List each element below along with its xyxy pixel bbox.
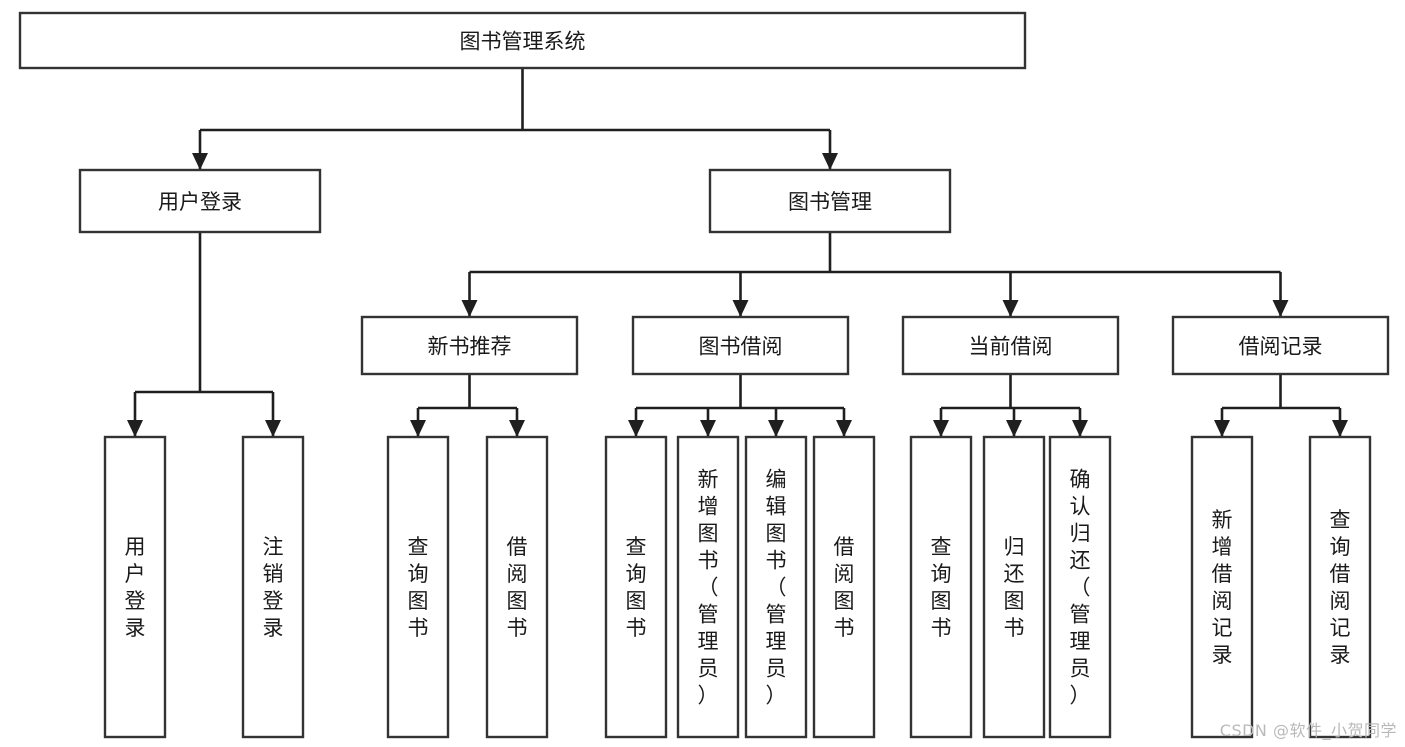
nodes-layer: 图书管理系统用户登录图书管理新书推荐图书借阅当前借阅借阅记录用户登录注销登录查询… <box>18 11 1390 739</box>
node-leaf-user-logout-box[interactable] <box>241 435 305 739</box>
node-user-login-label: 用户登录 <box>158 190 242 214</box>
node-leaf-query-record-label: 查询借阅记录 <box>1330 508 1351 667</box>
node-leaf-query-record-box[interactable] <box>1308 435 1372 739</box>
node-leaf-add-book-label: 新增图书（管理员） <box>698 468 719 708</box>
connectors-layer <box>127 68 1348 437</box>
node-root-label: 图书管理系统 <box>460 30 586 54</box>
node-leaf-edit-book-label: 编辑图书（管理员） <box>766 468 787 708</box>
node-borrow-record[interactable]: 借阅记录 <box>1171 315 1390 376</box>
node-leaf-query-book-brw[interactable]: 查询图书 <box>604 435 668 739</box>
arrow-head-icon <box>265 420 281 437</box>
node-root-box[interactable] <box>18 11 1027 70</box>
arrow-head-icon <box>461 300 478 317</box>
node-leaf-confirm-return[interactable]: 确认归还（管理员） <box>1048 435 1112 739</box>
node-leaf-user-login[interactable]: 用户登录 <box>103 435 167 739</box>
node-root[interactable]: 图书管理系统 <box>18 11 1027 70</box>
node-leaf-add-book[interactable]: 新增图书（管理员） <box>676 435 740 739</box>
node-leaf-add-record-box[interactable] <box>1190 435 1254 739</box>
node-leaf-query-record[interactable]: 查询借阅记录 <box>1308 435 1372 739</box>
node-leaf-query-book-cur[interactable]: 查询图书 <box>909 435 973 739</box>
node-leaf-query-book-rec-label: 查询图书 <box>408 535 429 640</box>
arrow-head-icon <box>1214 420 1230 437</box>
node-leaf-query-book-brw-label: 查询图书 <box>626 535 647 640</box>
node-leaf-query-book-rec-box[interactable] <box>386 435 450 739</box>
node-leaf-edit-book[interactable]: 编辑图书（管理员） <box>744 435 808 739</box>
node-borrow-record-box[interactable] <box>1171 315 1390 376</box>
node-leaf-return-book[interactable]: 归还图书 <box>982 435 1046 739</box>
arrow-head-icon <box>410 420 426 437</box>
node-leaf-confirm-return-label: 确认归还（管理员） <box>1070 468 1091 708</box>
arrow-head-icon <box>768 420 784 437</box>
node-leaf-edit-book-box[interactable] <box>744 435 808 739</box>
node-book-manage-label: 图书管理 <box>788 190 872 214</box>
arrow-head-icon <box>732 300 749 317</box>
node-leaf-borrow-book-brw[interactable]: 借阅图书 <box>812 435 876 739</box>
arrow-head-icon <box>628 420 644 437</box>
node-leaf-add-record-label: 新增借阅记录 <box>1212 508 1233 667</box>
arrow-head-icon <box>509 420 525 437</box>
node-leaf-user-logout[interactable]: 注销登录 <box>241 435 305 739</box>
arrow-head-icon <box>1006 420 1022 437</box>
node-leaf-add-book-box[interactable] <box>676 435 740 739</box>
arrow-head-icon <box>822 153 838 170</box>
arrow-head-icon <box>1332 420 1348 437</box>
node-new-book-recommend[interactable]: 新书推荐 <box>360 315 579 376</box>
node-user-login[interactable]: 用户登录 <box>78 168 322 234</box>
node-leaf-borrow-book-brw-label: 借阅图书 <box>834 535 855 640</box>
node-leaf-return-book-label: 归还图书 <box>1004 535 1025 640</box>
node-book-manage-box[interactable] <box>708 168 952 234</box>
node-leaf-add-record[interactable]: 新增借阅记录 <box>1190 435 1254 739</box>
node-book-borrow-box[interactable] <box>631 315 850 376</box>
arrow-head-icon <box>1002 300 1019 317</box>
node-leaf-borrow-book-rec[interactable]: 借阅图书 <box>485 435 549 739</box>
node-leaf-query-book-rec[interactable]: 查询图书 <box>386 435 450 739</box>
node-book-borrow-label: 图书借阅 <box>699 335 783 359</box>
node-leaf-query-book-cur-label: 查询图书 <box>931 535 952 640</box>
node-leaf-user-login-label: 用户登录 <box>125 535 146 640</box>
node-leaf-borrow-book-rec-label: 借阅图书 <box>507 535 528 640</box>
node-book-manage[interactable]: 图书管理 <box>708 168 952 234</box>
node-leaf-query-book-brw-box[interactable] <box>604 435 668 739</box>
arrow-head-icon <box>1272 300 1289 317</box>
node-new-book-recommend-box[interactable] <box>360 315 579 376</box>
arrow-head-icon <box>192 153 208 170</box>
node-book-borrow[interactable]: 图书借阅 <box>631 315 850 376</box>
arrow-head-icon <box>836 420 852 437</box>
node-leaf-borrow-book-brw-box[interactable] <box>812 435 876 739</box>
node-current-borrow-label: 当前借阅 <box>969 335 1053 359</box>
arrow-head-icon <box>700 420 716 437</box>
node-user-login-box[interactable] <box>78 168 322 234</box>
arrow-head-icon <box>1072 420 1088 437</box>
arrow-head-icon <box>933 420 949 437</box>
node-current-borrow[interactable]: 当前借阅 <box>901 315 1120 376</box>
node-leaf-user-logout-label: 注销登录 <box>263 535 284 640</box>
node-leaf-user-login-box[interactable] <box>103 435 167 739</box>
node-leaf-confirm-return-box[interactable] <box>1048 435 1112 739</box>
node-new-book-recommend-label: 新书推荐 <box>428 335 512 359</box>
node-current-borrow-box[interactable] <box>901 315 1120 376</box>
node-borrow-record-label: 借阅记录 <box>1239 335 1323 359</box>
node-leaf-return-book-box[interactable] <box>982 435 1046 739</box>
arrow-head-icon <box>127 420 143 437</box>
node-leaf-borrow-book-rec-box[interactable] <box>485 435 549 739</box>
node-leaf-query-book-cur-box[interactable] <box>909 435 973 739</box>
